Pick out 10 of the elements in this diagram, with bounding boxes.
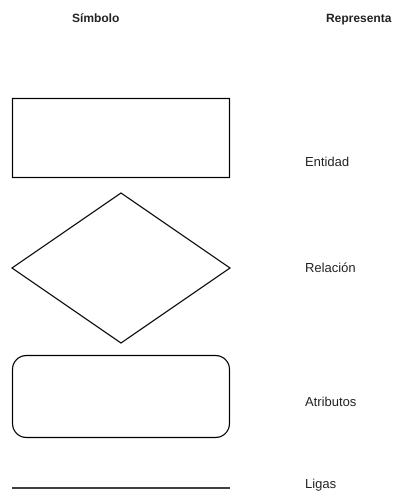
symbol-description: Entidad [305,155,350,169]
attribute-rounded-rectangle [12,354,230,438]
relationship-diamond [10,192,232,344]
symbol-description: Relación [305,261,356,275]
symbol-description: Ligas [305,477,336,491]
link-line [12,487,230,489]
column-header: Representa [326,11,392,25]
symbol-description: Atributos [305,395,356,409]
column-header: Símbolo [72,11,120,25]
entity-rectangle [12,98,230,178]
